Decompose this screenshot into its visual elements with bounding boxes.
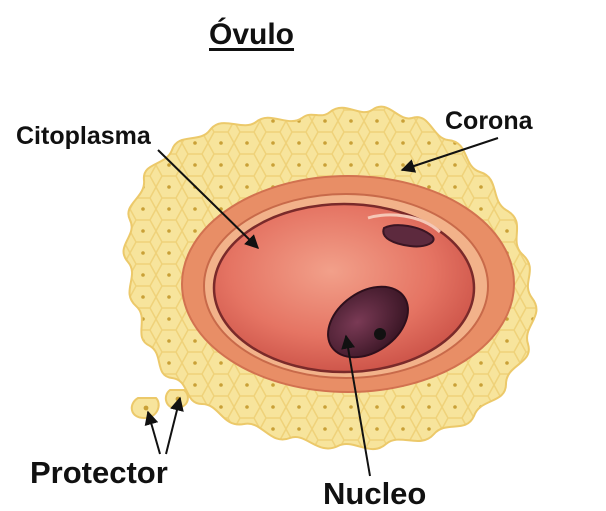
label-citoplasma: Citoplasma bbox=[16, 124, 151, 149]
label-nucleo: Nucleo bbox=[323, 478, 426, 509]
diagram-title: Óvulo bbox=[209, 20, 294, 50]
label-protector: Protector bbox=[30, 457, 168, 488]
arrow-protector-1 bbox=[148, 412, 160, 454]
protector-dot bbox=[144, 406, 149, 411]
nucleolus bbox=[374, 328, 386, 340]
label-corona: Corona bbox=[445, 109, 533, 134]
